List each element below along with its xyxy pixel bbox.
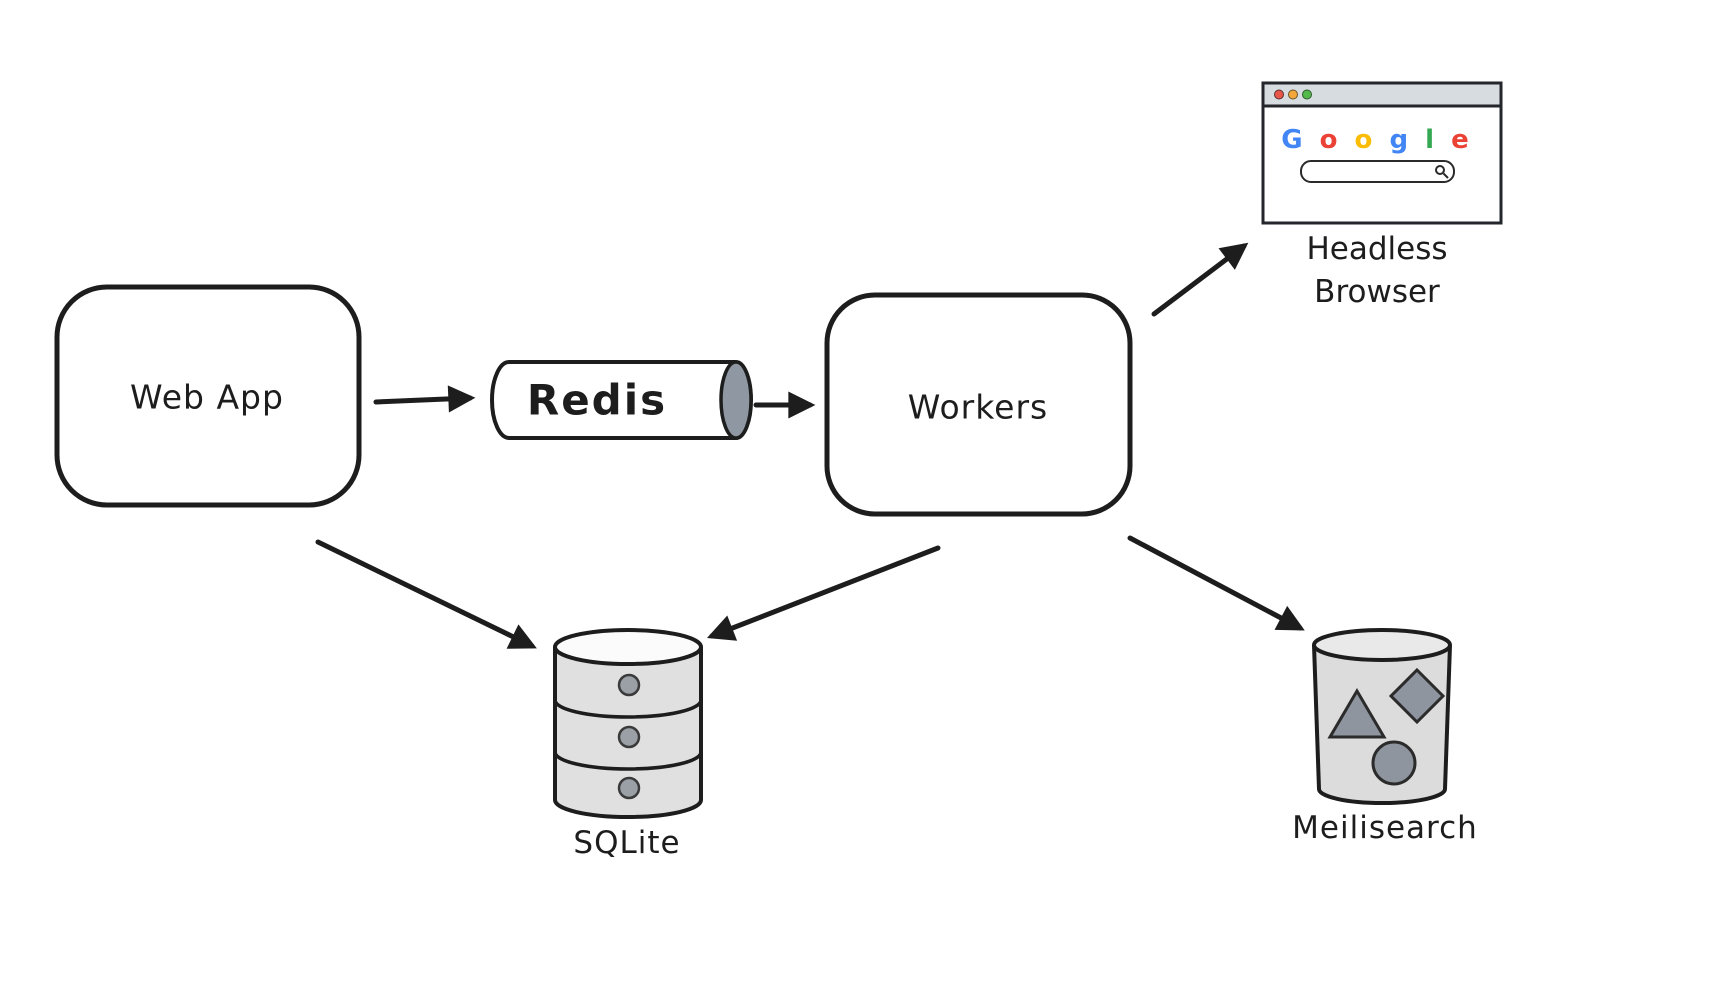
web-app-label: Web App: [130, 377, 284, 417]
arrow-webapp-to-redis: [373, 385, 476, 413]
google-letter: o: [1354, 125, 1377, 155]
arrow-workers-to-meilisearch: [1127, 535, 1305, 631]
diamond-icon: [1388, 667, 1446, 725]
browser-titlebar: [1261, 81, 1503, 108]
sqlite-database: [553, 628, 703, 819]
traffic-light-maximize-icon: [1302, 89, 1312, 100]
headless-browser-window: [1261, 81, 1503, 225]
redis-label: Redis: [526, 375, 668, 425]
headless-browser-label-line1: Headless: [1306, 231, 1448, 267]
meilisearch-bucket: [1312, 628, 1452, 805]
google-letter: g: [1389, 125, 1413, 155]
sqlite-divider: [553, 751, 703, 771]
meilisearch-top-ellipse: [1312, 628, 1452, 662]
google-letter: o: [1319, 125, 1342, 155]
sqlite-top-ellipse: [553, 628, 703, 666]
record-dot-icon: [617, 776, 641, 800]
magnifier-icon: [1435, 165, 1449, 179]
google-letter: G: [1281, 125, 1307, 155]
google-logo: G o o g l e: [1281, 125, 1473, 155]
browser-search-box: [1300, 160, 1455, 183]
meilisearch-label: Meilisearch: [1292, 810, 1478, 846]
web-app-node: [54, 284, 362, 508]
workers-node: [824, 292, 1133, 517]
arrow-workers-to-sqlite: [706, 545, 941, 641]
circle-icon: [1371, 740, 1417, 786]
sqlite-label: SQLite: [573, 825, 681, 861]
traffic-light-close-icon: [1274, 89, 1284, 100]
google-letter: e: [1451, 125, 1473, 155]
arrow-webapp-to-sqlite: [315, 539, 537, 649]
headless-browser-label: Headless Browser: [1306, 228, 1447, 314]
traffic-light-minimize-icon: [1288, 89, 1298, 100]
redis-cylinder-cap: [719, 360, 753, 440]
sqlite-divider: [553, 699, 703, 719]
headless-browser-label-line2: Browser: [1314, 274, 1440, 310]
arrow-workers-to-headless-browser: [1151, 242, 1249, 317]
record-dot-icon: [617, 673, 641, 697]
workers-label: Workers: [907, 387, 1049, 427]
google-letter: l: [1425, 125, 1439, 155]
triangle-icon: [1327, 688, 1387, 739]
record-dot-icon: [617, 725, 641, 749]
